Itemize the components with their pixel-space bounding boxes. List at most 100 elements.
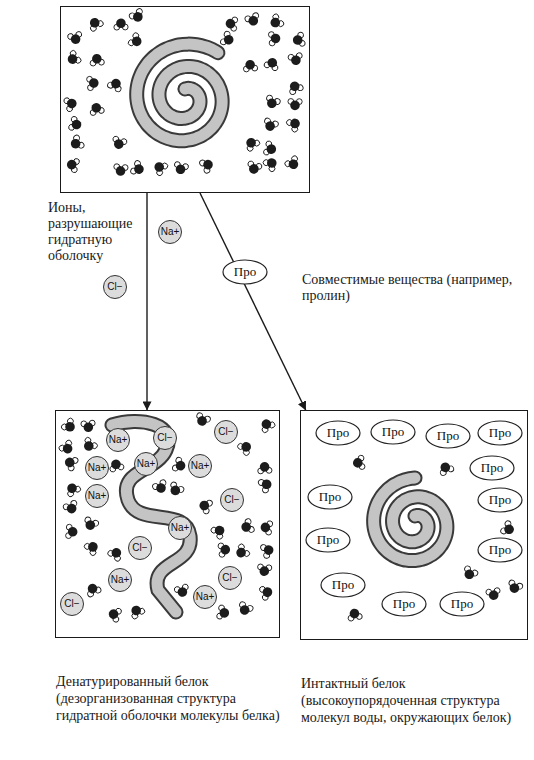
proline-oval xyxy=(306,528,350,552)
proline-oval xyxy=(478,421,522,445)
panel-box xyxy=(60,6,310,193)
water-molecule xyxy=(113,164,128,177)
ion-label: Na+ xyxy=(82,461,112,475)
water-molecule xyxy=(262,117,279,133)
proline-label: Про xyxy=(384,596,424,612)
water-molecule xyxy=(107,606,122,623)
water-molecule xyxy=(114,18,128,30)
water-molecule xyxy=(199,156,216,174)
water-molecule xyxy=(172,456,188,474)
water-molecule xyxy=(246,160,263,175)
ion-label: Na+ xyxy=(155,225,185,239)
protein-coil xyxy=(137,44,222,141)
water-molecule xyxy=(63,95,78,112)
protein-coil xyxy=(374,478,447,561)
water-molecule xyxy=(263,140,278,157)
water-molecule xyxy=(128,603,146,620)
water-molecule xyxy=(288,99,302,111)
water-molecule xyxy=(82,516,100,532)
water-molecule xyxy=(128,7,146,24)
water-molecule xyxy=(197,497,213,515)
water-molecule xyxy=(437,460,455,477)
water-molecule xyxy=(107,76,125,93)
protein-coil-fill xyxy=(374,478,447,561)
water-molecule xyxy=(243,59,258,72)
ion-label: Cl− xyxy=(125,541,155,555)
water-molecule xyxy=(63,480,81,497)
ion-label: Na+ xyxy=(185,459,215,473)
proline-label: Про xyxy=(480,425,520,441)
proline-label: Про xyxy=(308,532,348,548)
ion-label: Cl− xyxy=(57,597,87,611)
water-molecule xyxy=(268,31,281,46)
ion-label: Cl− xyxy=(100,280,130,294)
panel-caption: Интактный белок (высокоупорядоченная стр… xyxy=(301,675,531,726)
water-molecule xyxy=(500,520,517,538)
proline-oval xyxy=(371,420,415,444)
water-molecule xyxy=(236,438,254,456)
water-molecule xyxy=(111,136,128,151)
proline-oval xyxy=(223,260,267,284)
water-molecule xyxy=(288,52,304,66)
water-molecule xyxy=(286,79,304,96)
water-molecule xyxy=(260,542,276,559)
water-molecule xyxy=(352,455,365,470)
water-molecule xyxy=(68,116,83,133)
proline-oval xyxy=(426,424,470,448)
water-molecule xyxy=(284,155,302,173)
ion-label: Cl− xyxy=(217,493,247,507)
panel-caption: Денатурированный белок (дезорганизованна… xyxy=(56,673,283,724)
water-molecule xyxy=(210,522,228,540)
water-molecule xyxy=(461,565,479,582)
water-molecule xyxy=(167,481,185,498)
protein-coil-fill xyxy=(137,44,222,141)
proline-oval xyxy=(478,488,522,512)
water-molecule xyxy=(292,32,306,48)
water-molecule xyxy=(267,13,285,31)
proline-oval xyxy=(470,456,514,480)
water-molecule xyxy=(80,436,98,454)
water-molecule xyxy=(347,608,363,622)
water-molecule xyxy=(220,30,237,48)
proline-label: Про xyxy=(480,542,520,558)
water-molecule xyxy=(151,158,169,176)
water-molecule xyxy=(174,583,191,598)
proline-label: Про xyxy=(428,428,468,444)
water-molecule xyxy=(62,500,80,516)
proline-label: Про xyxy=(318,425,358,441)
water-molecule xyxy=(216,604,230,620)
water-molecule xyxy=(260,520,273,536)
ion-label: Cl− xyxy=(215,571,245,585)
water-molecule xyxy=(60,417,78,435)
water-molecule xyxy=(258,416,276,433)
water-molecule xyxy=(259,584,274,601)
proline-oval xyxy=(316,421,360,445)
water-molecule xyxy=(88,101,105,116)
water-molecule xyxy=(225,16,238,31)
ion-label: Na+ xyxy=(190,590,220,604)
water-molecule xyxy=(65,157,80,174)
proline-label: Про xyxy=(472,460,512,476)
proline-oval xyxy=(478,538,522,562)
water-molecule xyxy=(86,76,99,91)
water-molecule xyxy=(65,524,78,539)
water-molecule xyxy=(194,412,212,428)
ion-label: Na+ xyxy=(105,573,135,587)
water-molecules xyxy=(58,7,524,622)
water-molecule xyxy=(244,12,261,28)
water-molecule xyxy=(506,579,523,595)
proline-label: Про xyxy=(480,492,520,508)
water-molecule xyxy=(485,587,501,601)
arrow-label: Ионы, разрушающие гидратную оболочку xyxy=(48,200,142,264)
water-molecule xyxy=(64,49,82,67)
proline-oval xyxy=(440,592,484,616)
ion-label: Na+ xyxy=(165,521,195,535)
water-molecule xyxy=(172,161,189,176)
water-molecule xyxy=(285,115,303,133)
panel-box: Денатурированный белок (дезорганизованна… xyxy=(55,410,280,638)
water-molecule xyxy=(218,542,231,557)
water-molecule xyxy=(83,538,101,556)
